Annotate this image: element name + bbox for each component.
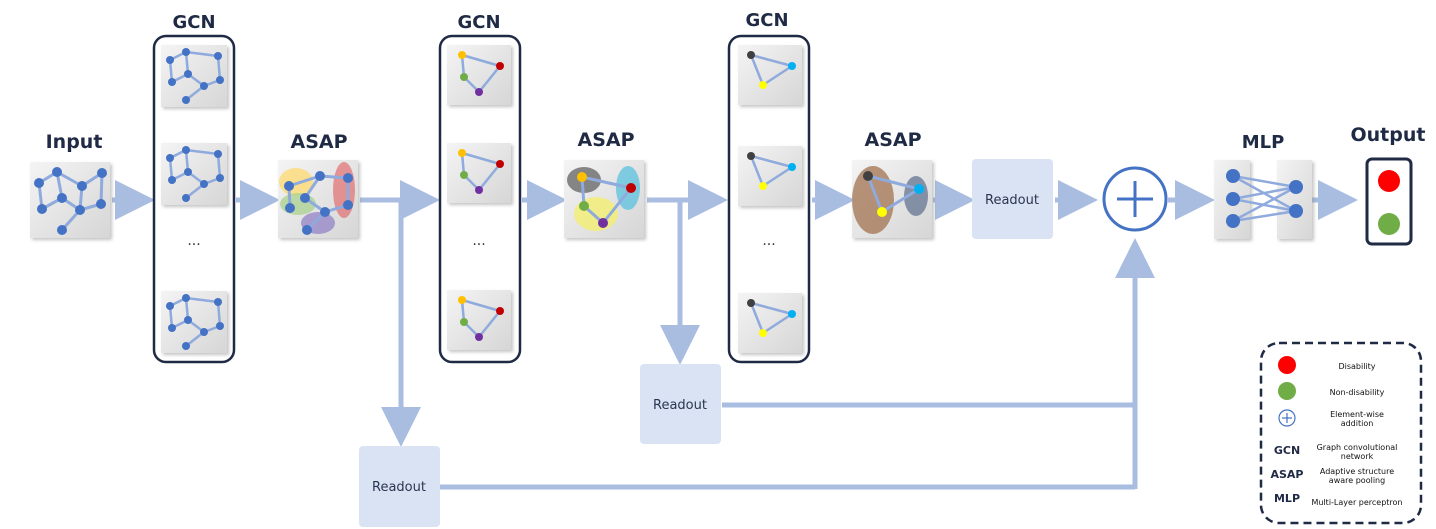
asap-stage-3: ASAP <box>852 129 932 238</box>
readout-box-main: Readout <box>972 159 1053 239</box>
gcn2-graph-tile-3 <box>447 290 511 350</box>
output-label: Output <box>1351 124 1426 146</box>
legend-gcn-text-1: Graph convolutional <box>1317 443 1398 452</box>
input-label: Input <box>46 131 103 153</box>
asap-stage-2: ASAP <box>564 129 644 238</box>
output-stage: Output <box>1351 124 1426 246</box>
legend-gcn: GCN Graph convolutional network <box>1274 443 1398 461</box>
gcn-frame-3 <box>727 34 811 364</box>
gcn2-graph-tile-1 <box>447 45 511 105</box>
gcn1-graph-tile-3 <box>161 291 227 353</box>
asap-label-1: ASAP <box>290 131 347 153</box>
mlp-stage: MLP <box>1214 132 1312 239</box>
readout-box-middle: Readout <box>640 364 721 444</box>
legend-mlp: MLP Multi-Layer perceptron <box>1274 492 1403 507</box>
asap-label-3: ASAP <box>864 129 921 151</box>
gcn3-graph-tile-3 <box>738 293 802 353</box>
non-disability-dot-icon <box>1278 382 1296 400</box>
gcn2-ellipsis: ... <box>472 233 485 249</box>
connection-arrows <box>112 180 1358 490</box>
disability-dot-icon <box>1278 356 1296 374</box>
legend: Disability Non-disability Element-wise a… <box>1259 341 1423 525</box>
mlp-label: MLP <box>1242 132 1285 153</box>
input-graph-tile <box>30 162 110 238</box>
readout-label-bottom: Readout <box>372 480 426 495</box>
legend-gcn-text-2: network <box>1341 452 1374 461</box>
gcn3-graph-tile-2 <box>738 146 802 206</box>
asap-label-2: ASAP <box>577 129 634 151</box>
output-disability-dot <box>1378 170 1400 192</box>
gcn3-graph-tile-1 <box>738 45 802 105</box>
gcn1-ellipsis: ... <box>187 233 200 249</box>
gcn3-ellipsis: ... <box>762 233 775 249</box>
gcn2-graph-tile-2 <box>447 143 511 203</box>
output-non-disability-dot <box>1378 213 1400 235</box>
legend-non-disability-text: Non-disability <box>1330 388 1385 397</box>
legend-disability-text: Disability <box>1338 362 1375 371</box>
gcn-label-3: GCN <box>745 10 788 31</box>
legend-mlp-text: Multi-Layer perceptron <box>1311 498 1402 507</box>
asap-stage-1: ASAP <box>278 131 358 238</box>
legend-disability: Disability <box>1278 356 1376 374</box>
legend-addition: Element-wise addition <box>1278 409 1384 428</box>
readout-label-middle: Readout <box>653 398 707 413</box>
gcn-frame-2 <box>438 34 522 364</box>
legend-asap-text-1: Adaptive structure <box>1320 467 1394 476</box>
gcn1-graph-tile-1 <box>161 45 227 107</box>
legend-gcn-abbr: GCN <box>1274 444 1300 457</box>
legend-asap-text-2: aware pooling <box>1329 476 1385 485</box>
gcn-frame-1 <box>152 34 236 364</box>
elementwise-addition-icon <box>1102 166 1168 232</box>
gcn-label-1: GCN <box>172 12 215 33</box>
readout-label-main: Readout <box>985 193 1039 208</box>
gcn1-graph-tile-2 <box>161 143 227 205</box>
legend-asap: ASAP Adaptive structure aware pooling <box>1270 467 1394 485</box>
gcn-stage-3: GCN ... <box>727 10 811 364</box>
gcn-label-2: GCN <box>457 12 500 33</box>
legend-addition-text-2: addition <box>1341 419 1374 428</box>
legend-asap-abbr: ASAP <box>1270 468 1303 481</box>
output-frame <box>1365 157 1413 246</box>
addition-icon <box>1278 409 1296 427</box>
legend-non-disability: Non-disability <box>1278 382 1385 400</box>
input-stage: Input <box>30 131 110 238</box>
gcn-stage-1: GCN ... <box>152 12 236 364</box>
legend-addition-text-1: Element-wise <box>1330 410 1384 419</box>
readout-box-bottom: Readout <box>359 446 440 527</box>
gcn-stage-2: GCN ... <box>438 12 522 364</box>
legend-mlp-abbr: MLP <box>1274 492 1300 505</box>
